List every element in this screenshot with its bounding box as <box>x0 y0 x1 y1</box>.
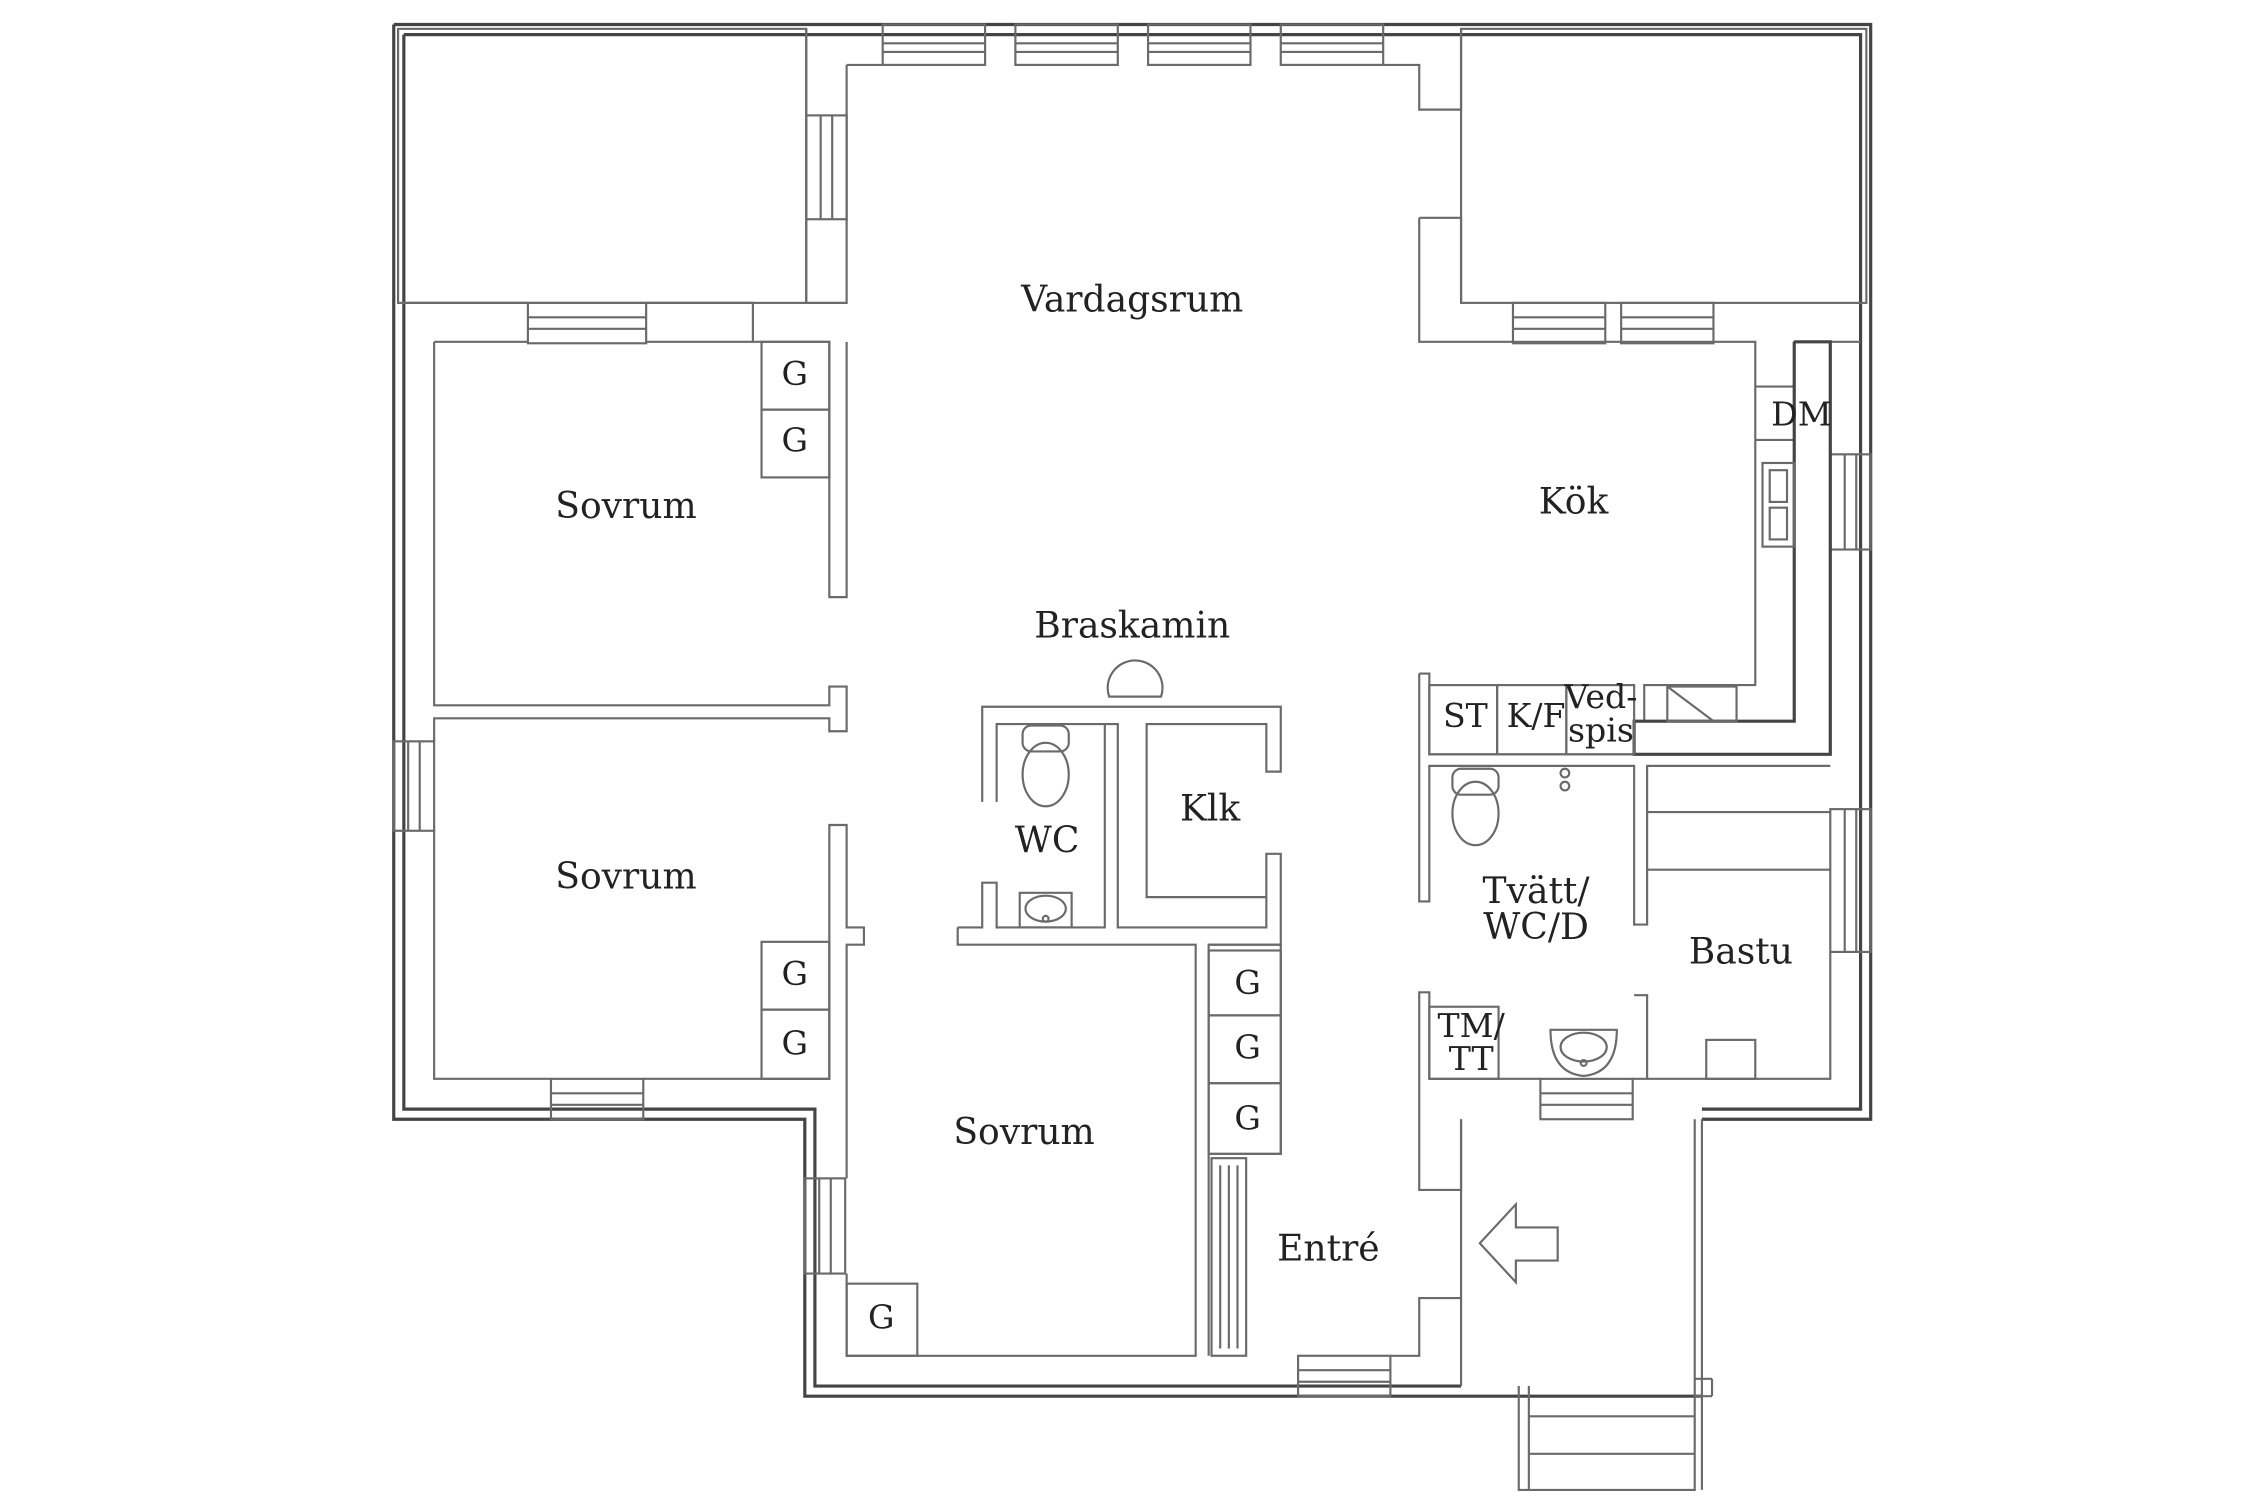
label-wardrobe: G <box>1234 1098 1261 1137</box>
label-wardrobe: G <box>781 1023 808 1062</box>
label-wardrobe: G <box>868 1297 895 1336</box>
label-wc: WC <box>1015 819 1080 861</box>
label-washer-2: TT <box>1449 1039 1494 1078</box>
label-kok: Kök <box>1539 480 1610 522</box>
interior-walls <box>403 28 1861 1357</box>
label-stove: ST <box>1443 696 1488 735</box>
label-bastu: Bastu <box>1689 930 1793 972</box>
label-entre: Entré <box>1277 1228 1380 1270</box>
label-wardrobe: G <box>1234 1028 1261 1067</box>
room-labels: Vardagsrum Kök Braskamin Sovrum Sovrum S… <box>555 279 1793 1270</box>
label-wardrobe: G <box>781 354 808 393</box>
label-sovrum-top: Sovrum <box>555 485 696 527</box>
sink-icon <box>1018 767 1618 1078</box>
label-braskamin: Braskamin <box>1034 605 1230 647</box>
fixture-labels: G G G G G G G G DM ST K/F Ved- spis TM/ … <box>781 354 1831 1336</box>
label-fridge-freezer: K/F <box>1507 696 1566 735</box>
label-sovrum-bottom: Sovrum <box>953 1111 1094 1153</box>
label-woodstove-2: spis <box>1568 710 1634 749</box>
windows <box>392 23 1872 1398</box>
fixtures <box>760 340 1796 1357</box>
label-vardagsrum: Vardagsrum <box>1020 279 1243 321</box>
label-tvatt-2: WC/D <box>1483 906 1589 948</box>
exterior-walls <box>392 22 1873 1398</box>
label-tvatt-1: Tvätt/ <box>1483 870 1591 912</box>
label-wardrobe: G <box>781 954 808 993</box>
label-wardrobe: G <box>781 420 808 459</box>
label-washer-1: TM/ <box>1438 1006 1506 1045</box>
entrance-arrow-icon <box>1478 1201 1559 1285</box>
label-dishwasher: DM <box>1771 394 1832 433</box>
label-klk: Klk <box>1180 788 1241 830</box>
terraces <box>396 27 1868 1491</box>
toilet-icon <box>1021 724 1500 847</box>
label-sovrum-mid: Sovrum <box>555 855 696 897</box>
label-wardrobe: G <box>1234 963 1261 1002</box>
label-woodstove-1: Ved- <box>1563 677 1637 716</box>
